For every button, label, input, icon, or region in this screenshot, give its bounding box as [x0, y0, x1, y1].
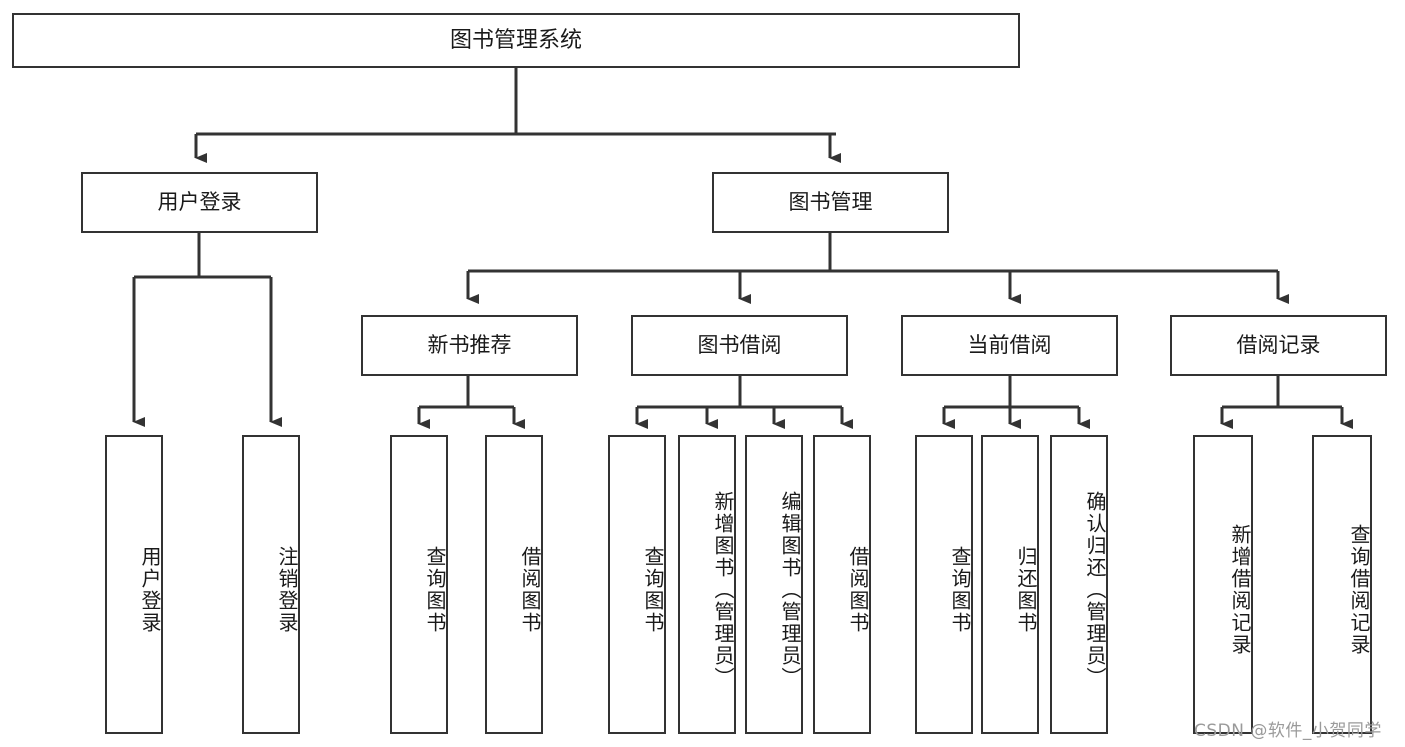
- leaf-label: 查询图书: [948, 545, 972, 634]
- node-root-system[interactable]: 图书管理系统: [12, 13, 1020, 68]
- node-book-borrow[interactable]: 图书借阅: [631, 315, 848, 376]
- leaf-label: 借阅图书: [846, 545, 870, 634]
- node-new-book-recommend[interactable]: 新书推荐: [361, 315, 578, 376]
- leaf-new-book-query-book[interactable]: 查询图书: [390, 435, 448, 734]
- leaf-user-login-logout[interactable]: 注销登录: [242, 435, 300, 734]
- leaf-borrow-record-query-record[interactable]: 查询借阅记录: [1312, 435, 1372, 734]
- leaf-borrow-record-add-record[interactable]: 新增借阅记录: [1193, 435, 1253, 734]
- leaf-book-borrow-add-book[interactable]: 新增图书（管理员）: [678, 435, 736, 734]
- leaf-user-login-login[interactable]: 用户登录: [105, 435, 163, 734]
- leaf-label: 查询借阅记录: [1347, 523, 1371, 656]
- leaf-label: 借阅图书: [518, 545, 542, 634]
- leaf-label: 归还图书: [1014, 545, 1038, 634]
- leaf-label: 新增借阅记录: [1228, 523, 1252, 656]
- csdn-watermark: CSDN @软件_小贺同学: [1194, 721, 1382, 741]
- leaf-current-borrow-query-book[interactable]: 查询图书: [915, 435, 973, 734]
- leaf-label: 注销登录: [275, 545, 299, 634]
- leaf-label: 查询图书: [423, 545, 447, 634]
- leaf-label: 新增图书（管理员）: [711, 490, 735, 689]
- leaf-book-borrow-borrow-book[interactable]: 借阅图书: [813, 435, 871, 734]
- leaf-label: 用户登录: [138, 545, 162, 634]
- leaf-label: 确认归还（管理员）: [1083, 490, 1107, 689]
- node-user-login[interactable]: 用户登录: [81, 172, 318, 233]
- node-current-borrow[interactable]: 当前借阅: [901, 315, 1118, 376]
- leaf-current-borrow-return-book[interactable]: 归还图书: [981, 435, 1039, 734]
- leaf-book-borrow-query-book[interactable]: 查询图书: [608, 435, 666, 734]
- node-book-management[interactable]: 图书管理: [712, 172, 949, 233]
- leaf-label: 查询图书: [641, 545, 665, 634]
- leaf-new-book-borrow-book[interactable]: 借阅图书: [485, 435, 543, 734]
- leaf-book-borrow-edit-book[interactable]: 编辑图书（管理员）: [745, 435, 803, 734]
- leaf-current-borrow-confirm-return[interactable]: 确认归还（管理员）: [1050, 435, 1108, 734]
- leaf-label: 编辑图书（管理员）: [778, 490, 802, 689]
- node-borrow-record[interactable]: 借阅记录: [1170, 315, 1387, 376]
